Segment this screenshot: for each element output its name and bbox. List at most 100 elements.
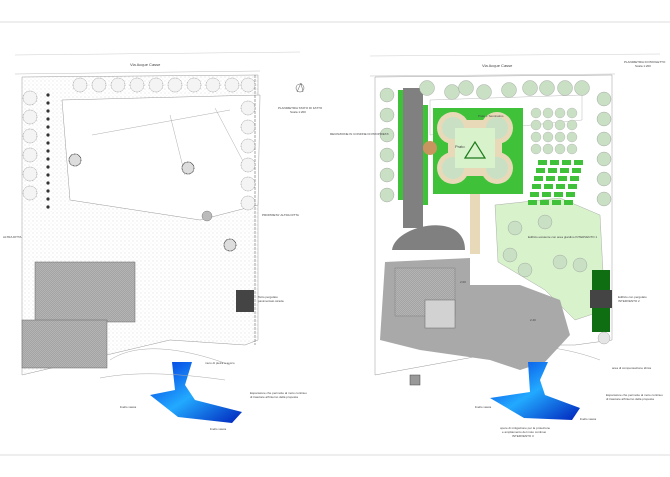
existing-trees — [22, 77, 256, 252]
tree — [554, 119, 566, 131]
label-lawn: Prato — [455, 144, 465, 149]
lawn-bed — [560, 168, 569, 173]
lawn-bed — [550, 160, 559, 165]
lawn-bed — [536, 168, 545, 173]
shrub — [46, 133, 50, 137]
tree — [419, 80, 435, 96]
tree — [379, 127, 395, 143]
tree — [542, 107, 554, 119]
shrub — [46, 165, 50, 169]
tree — [552, 254, 568, 270]
project-waterfall — [490, 362, 580, 420]
project-trees — [379, 80, 612, 278]
tree — [501, 82, 517, 98]
tree — [596, 91, 612, 107]
tree — [240, 195, 256, 211]
tree — [554, 131, 566, 143]
lawn-bed — [564, 200, 573, 205]
sheet-frame — [0, 21, 670, 456]
lawn-bed — [570, 176, 579, 181]
tree — [537, 214, 553, 230]
tree — [542, 143, 554, 155]
shrub — [46, 205, 50, 209]
tree — [91, 77, 107, 93]
tree — [566, 107, 578, 119]
plan-title: PLANIMETRIA DI PROGETTO — [624, 60, 666, 64]
tree — [530, 131, 542, 143]
label-other-property: PROPRIETA' ALTRA DITTA — [262, 213, 299, 217]
shrub — [46, 109, 50, 113]
shrub — [46, 141, 50, 145]
tree — [205, 77, 221, 93]
tree — [502, 247, 518, 263]
label-stone-wall: muro di pietra a secco — [205, 361, 235, 365]
plan-scale: Scala 1:200 — [290, 110, 306, 114]
tree — [379, 107, 395, 123]
label-roof: Tetto pergolato — [258, 295, 278, 299]
tree — [574, 80, 590, 96]
tree — [240, 138, 256, 154]
tree — [530, 107, 542, 119]
label-mitigation: opere di mitigazione per la protezione — [500, 426, 550, 430]
tree — [22, 90, 38, 106]
tree — [110, 77, 126, 93]
tree — [167, 77, 183, 93]
tree — [129, 77, 145, 93]
shrub — [46, 117, 50, 121]
lawn-bed — [548, 168, 557, 173]
tree — [596, 171, 612, 187]
tree — [224, 77, 240, 93]
tree — [566, 143, 578, 155]
lawn-bed — [568, 184, 577, 189]
lawn-bed — [574, 160, 583, 165]
label-garden-building: Edificio esistente con area giardino INT… — [528, 235, 597, 239]
lawn-bed — [538, 160, 547, 165]
tree — [240, 157, 256, 173]
label-expansion: Espansione che permette al moto continuo — [606, 393, 663, 397]
paved-path — [403, 88, 423, 228]
tree — [240, 119, 256, 135]
existing-pergola — [236, 290, 254, 312]
label-mitigation-3: INTERVENTO 3 — [512, 434, 534, 438]
label-left-edge: ALTRA DITTA — [3, 235, 22, 239]
elevation-2: 2.40 — [530, 318, 536, 322]
tree — [542, 119, 554, 131]
elevation-1: 2.00 — [460, 280, 466, 284]
label-pergola: Edificio con pergolato — [618, 295, 647, 299]
label-meadow: Prato + Seminativo — [478, 114, 504, 118]
lawn-bed — [534, 176, 543, 181]
tree — [458, 80, 474, 96]
shrub — [46, 197, 50, 201]
lawn-bed — [532, 184, 541, 189]
tree — [223, 238, 237, 252]
shrub — [46, 189, 50, 193]
label-expansion-2: di trasciare all'interno della proposta — [606, 397, 654, 401]
lawn-bed — [552, 200, 561, 205]
tree — [22, 166, 38, 182]
tree — [379, 187, 395, 203]
shrub — [46, 173, 50, 177]
label-compensation: area di compensazione idrica — [612, 366, 651, 370]
lawn-bed — [528, 200, 537, 205]
tree — [507, 220, 523, 236]
quatrefoil-garden — [437, 112, 513, 184]
shrub — [46, 181, 50, 185]
tree — [379, 147, 395, 163]
tree — [530, 143, 542, 155]
label-mitigation-2: e ampliamento del moto continuo — [502, 430, 547, 434]
lawn-bed — [530, 192, 539, 197]
tree — [596, 151, 612, 167]
existing-house-wing — [21, 319, 108, 369]
tree — [596, 111, 612, 127]
tree — [22, 185, 38, 201]
label-expansion: Espansione che permette al moto continuo — [250, 391, 307, 395]
tree — [186, 77, 202, 93]
shrub — [46, 157, 50, 161]
lawn-bed — [572, 168, 581, 173]
plan-title: PLANIMETRIA STATO DI FATTO — [278, 106, 323, 110]
lawn-beds — [528, 160, 583, 205]
shrub — [46, 93, 50, 97]
tree — [148, 77, 164, 93]
shrub — [46, 149, 50, 153]
